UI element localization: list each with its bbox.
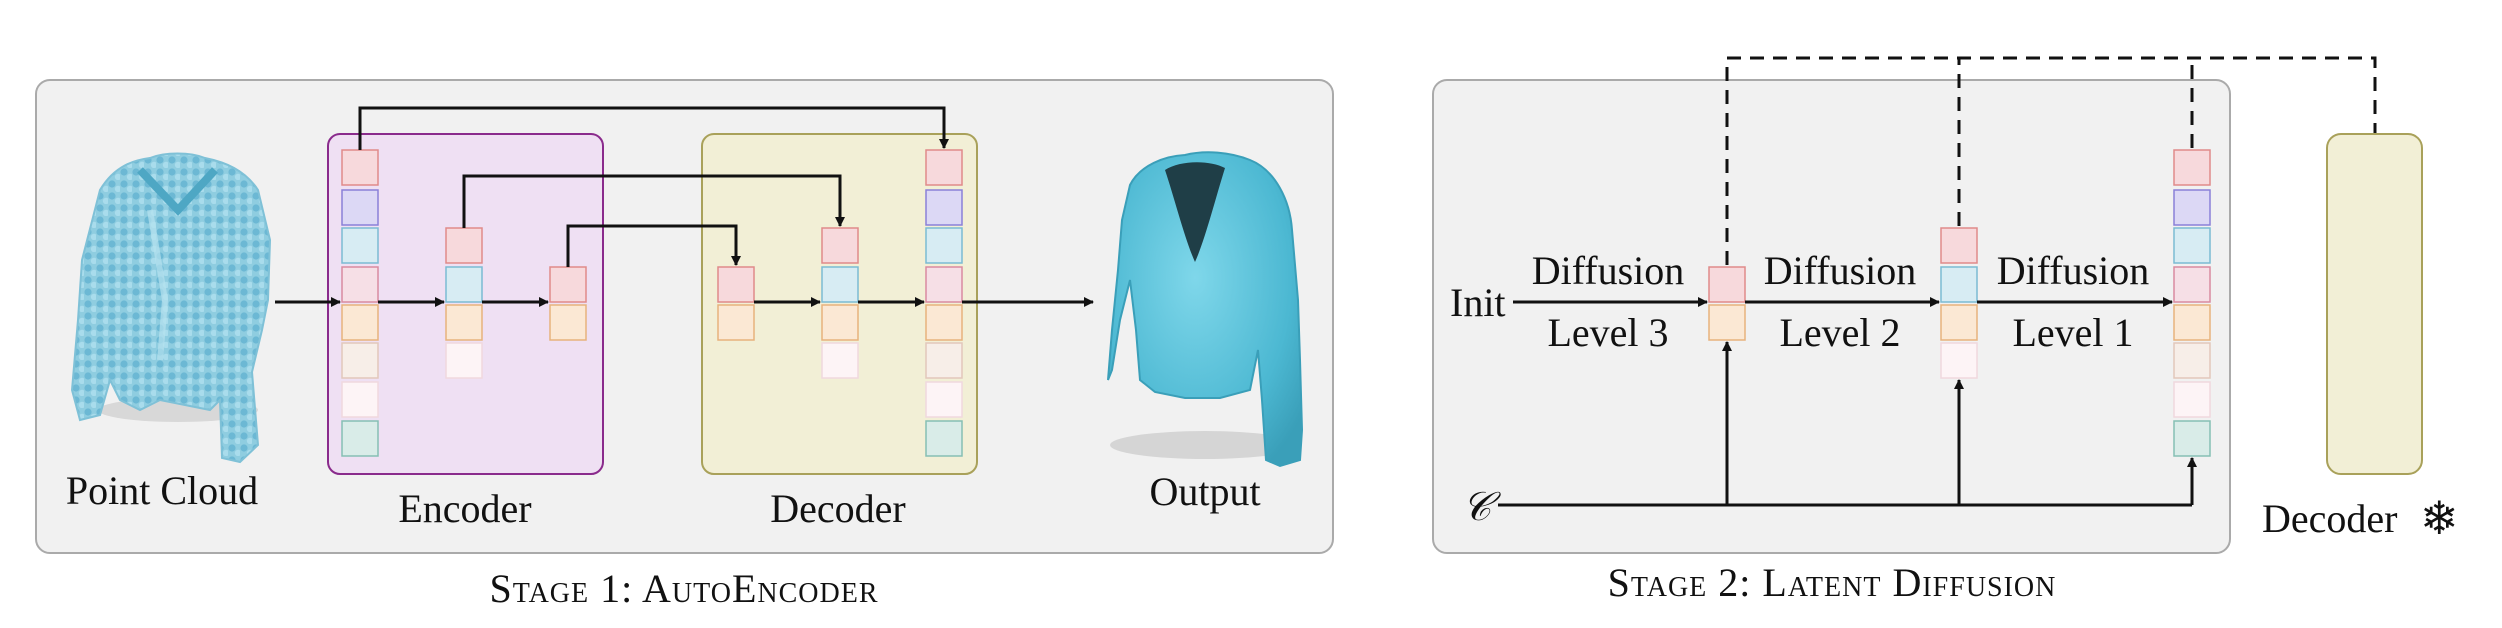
stage2-tokens-level1 xyxy=(2173,149,2211,457)
step2-top-label: Diffusion xyxy=(1764,248,1917,293)
output-label: Output xyxy=(1149,469,1260,514)
step3-top-label: Diffusion xyxy=(1532,248,1685,293)
init-label: Init xyxy=(1450,280,1506,325)
stage2-caption: Stage 2: Latent Diffusion xyxy=(1608,560,2057,605)
decoder-label: Decoder xyxy=(770,486,905,531)
stage2-tokens-level2 xyxy=(1940,227,1978,379)
stage2-tokens-level3 xyxy=(1708,266,1746,341)
decoder-block xyxy=(701,133,978,475)
stage1-skip-connections xyxy=(358,106,949,267)
stage1-caption: Stage 1: AutoEncoder xyxy=(489,566,878,611)
step3-bottom-label: Level 3 xyxy=(1547,310,1668,355)
decoder-tokens-level1 xyxy=(925,149,963,457)
encoder-block xyxy=(327,133,604,475)
encoder-tokens-level3 xyxy=(549,266,587,341)
frozen-decoder-label: Decoder xyxy=(2262,496,2397,541)
decoder-tokens-level3 xyxy=(717,266,755,341)
decoder-tokens-level2 xyxy=(821,227,859,379)
snowflake-icon: ❄ xyxy=(2420,493,2459,544)
stage2-panel xyxy=(1432,79,2231,554)
frozen-decoder-block xyxy=(2326,133,2423,475)
step1-bottom-label: Level 1 xyxy=(2012,310,2133,355)
encoder-tokens-level1 xyxy=(341,149,379,457)
condition-connections xyxy=(1498,341,2197,507)
point-cloud-label: Point Cloud xyxy=(66,468,258,513)
point-cloud-image xyxy=(70,152,272,464)
encoder-label: Encoder xyxy=(398,486,531,531)
encoder-tokens-level2 xyxy=(445,227,483,379)
output-garment-image xyxy=(1107,151,1304,468)
step1-top-label: Diffusion xyxy=(1997,248,2150,293)
step2-bottom-label: Level 2 xyxy=(1779,310,1900,355)
